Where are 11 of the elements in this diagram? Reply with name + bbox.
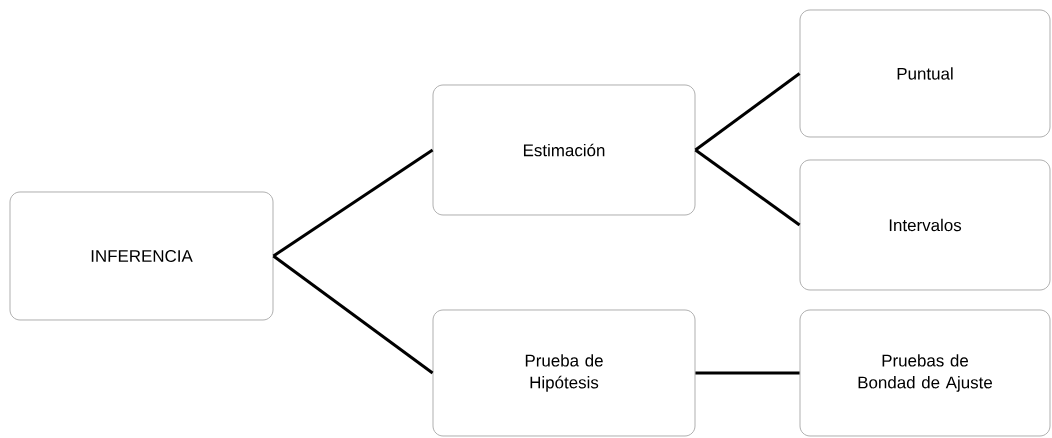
connector-line — [694, 148, 801, 227]
text-box: Pruebas de Bondad de Ajuste — [799, 309, 1051, 437]
connector-line — [694, 72, 801, 152]
connector-line — [272, 254, 434, 375]
text-box: INFERENCIA — [9, 191, 274, 321]
text-box: Puntual — [799, 9, 1051, 138]
text-box: Estimación — [432, 84, 696, 216]
text-box: Prueba de Hipótesis — [432, 309, 696, 437]
text-box: Intervalos — [799, 159, 1051, 291]
connector-line — [272, 148, 434, 258]
connector-line — [695, 371, 800, 375]
